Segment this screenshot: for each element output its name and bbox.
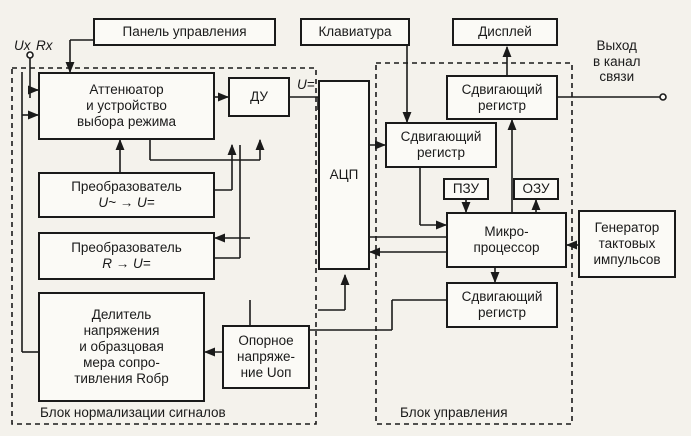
shift-register-top-line-2: регистр — [478, 97, 526, 113]
display-label: Дисплей — [478, 24, 532, 40]
output-line-3: связи — [599, 69, 635, 85]
converter-resistance-box: Преобразователь R → U= — [38, 232, 215, 280]
keyboard-label: Клавиатура — [318, 24, 392, 40]
output-line-2: в канал — [593, 53, 641, 69]
shift-register-bottom-box: Сдвигающий регистр — [446, 282, 558, 328]
divider-line-4: мера сопро- — [83, 354, 160, 370]
attenuator-line-2: и устройство — [86, 98, 167, 114]
microprocessor-box: Микро- процессор — [446, 212, 567, 268]
converter-voltage-line-1: Преобразователь — [71, 179, 182, 195]
display-box: Дисплей — [452, 18, 558, 46]
output-line-1: Выход — [596, 38, 637, 53]
converter-resistance-line-2: R → U= — [102, 256, 151, 271]
du-label: ДУ — [250, 89, 268, 105]
shift-register-top-line-1: Сдвигающий — [461, 81, 543, 97]
clock-generator-box: Генератор тактовых импульсов — [578, 210, 676, 278]
shift-register-bottom-line-2: регистр — [478, 305, 526, 320]
rom-box: ПЗУ — [443, 178, 489, 200]
shift-register-mid-line-2: регистр — [417, 145, 465, 160]
attenuator-line-1: Аттенюатор — [89, 82, 164, 98]
divider-line-2: напряжения — [83, 323, 160, 339]
shift-register-mid-box: Сдвигающий регистр — [385, 122, 497, 168]
reference-voltage-line-3: ние Uоп — [240, 364, 292, 380]
microprocessor-line-2: процессор — [473, 240, 540, 255]
adc-label: АЦП — [329, 167, 359, 183]
converter-resistance-line-1: Преобразователь — [71, 240, 182, 256]
converter-voltage-line-2: U~ → U= — [98, 195, 155, 210]
microprocessor-line-1: Микро- — [484, 224, 529, 240]
reference-voltage-line-2: напряже- — [237, 349, 295, 365]
control-panel-box: Панель управления — [93, 18, 276, 46]
attenuator-line-3: выбора режима — [76, 113, 177, 129]
divider-line-1: Делитель — [91, 307, 152, 323]
clock-generator-line-3: импульсов — [593, 251, 661, 267]
control-panel-label: Панель управления — [122, 24, 247, 40]
input-rx-label: Rх — [36, 38, 53, 53]
keyboard-box: Клавиатура — [300, 18, 410, 46]
divider-box: Делитель напряжения и образцовая мера со… — [38, 292, 205, 402]
shift-register-mid-line-1: Сдвигающий — [400, 129, 482, 145]
reference-voltage-box: Опорное напряже- ние Uоп — [222, 325, 310, 389]
converter-voltage-box: Преобразователь U~ → U= — [38, 172, 215, 218]
shift-register-bottom-line-1: Сдвигающий — [461, 289, 543, 305]
input-ux-label: Uх — [14, 38, 31, 53]
divider-line-3: и образцовая — [79, 339, 164, 355]
clock-generator-line-2: тактовых — [598, 236, 656, 252]
ram-label: ОЗУ — [522, 181, 550, 197]
clock-generator-line-1: Генератор — [594, 220, 660, 236]
reference-voltage-line-1: Опорное — [238, 333, 294, 349]
divider-line-5: тивления Rобр — [74, 370, 169, 386]
control-block-caption: Блок управления — [400, 405, 508, 420]
rom-label: ПЗУ — [452, 181, 480, 197]
normalization-block-caption: Блок нормализации сигналов — [40, 405, 226, 420]
adc-box: АЦП — [318, 80, 370, 270]
du-output-label: U= — [297, 77, 315, 92]
normalization-block-outline — [11, 67, 317, 425]
ram-box: ОЗУ — [513, 178, 559, 200]
attenuator-box: Аттенюатор и устройство выбора режима — [38, 72, 215, 140]
du-box: ДУ — [228, 77, 290, 117]
shift-register-top-box: Сдвигающий регистр — [446, 75, 558, 120]
output-label: Выход в канал связи — [593, 38, 640, 85]
